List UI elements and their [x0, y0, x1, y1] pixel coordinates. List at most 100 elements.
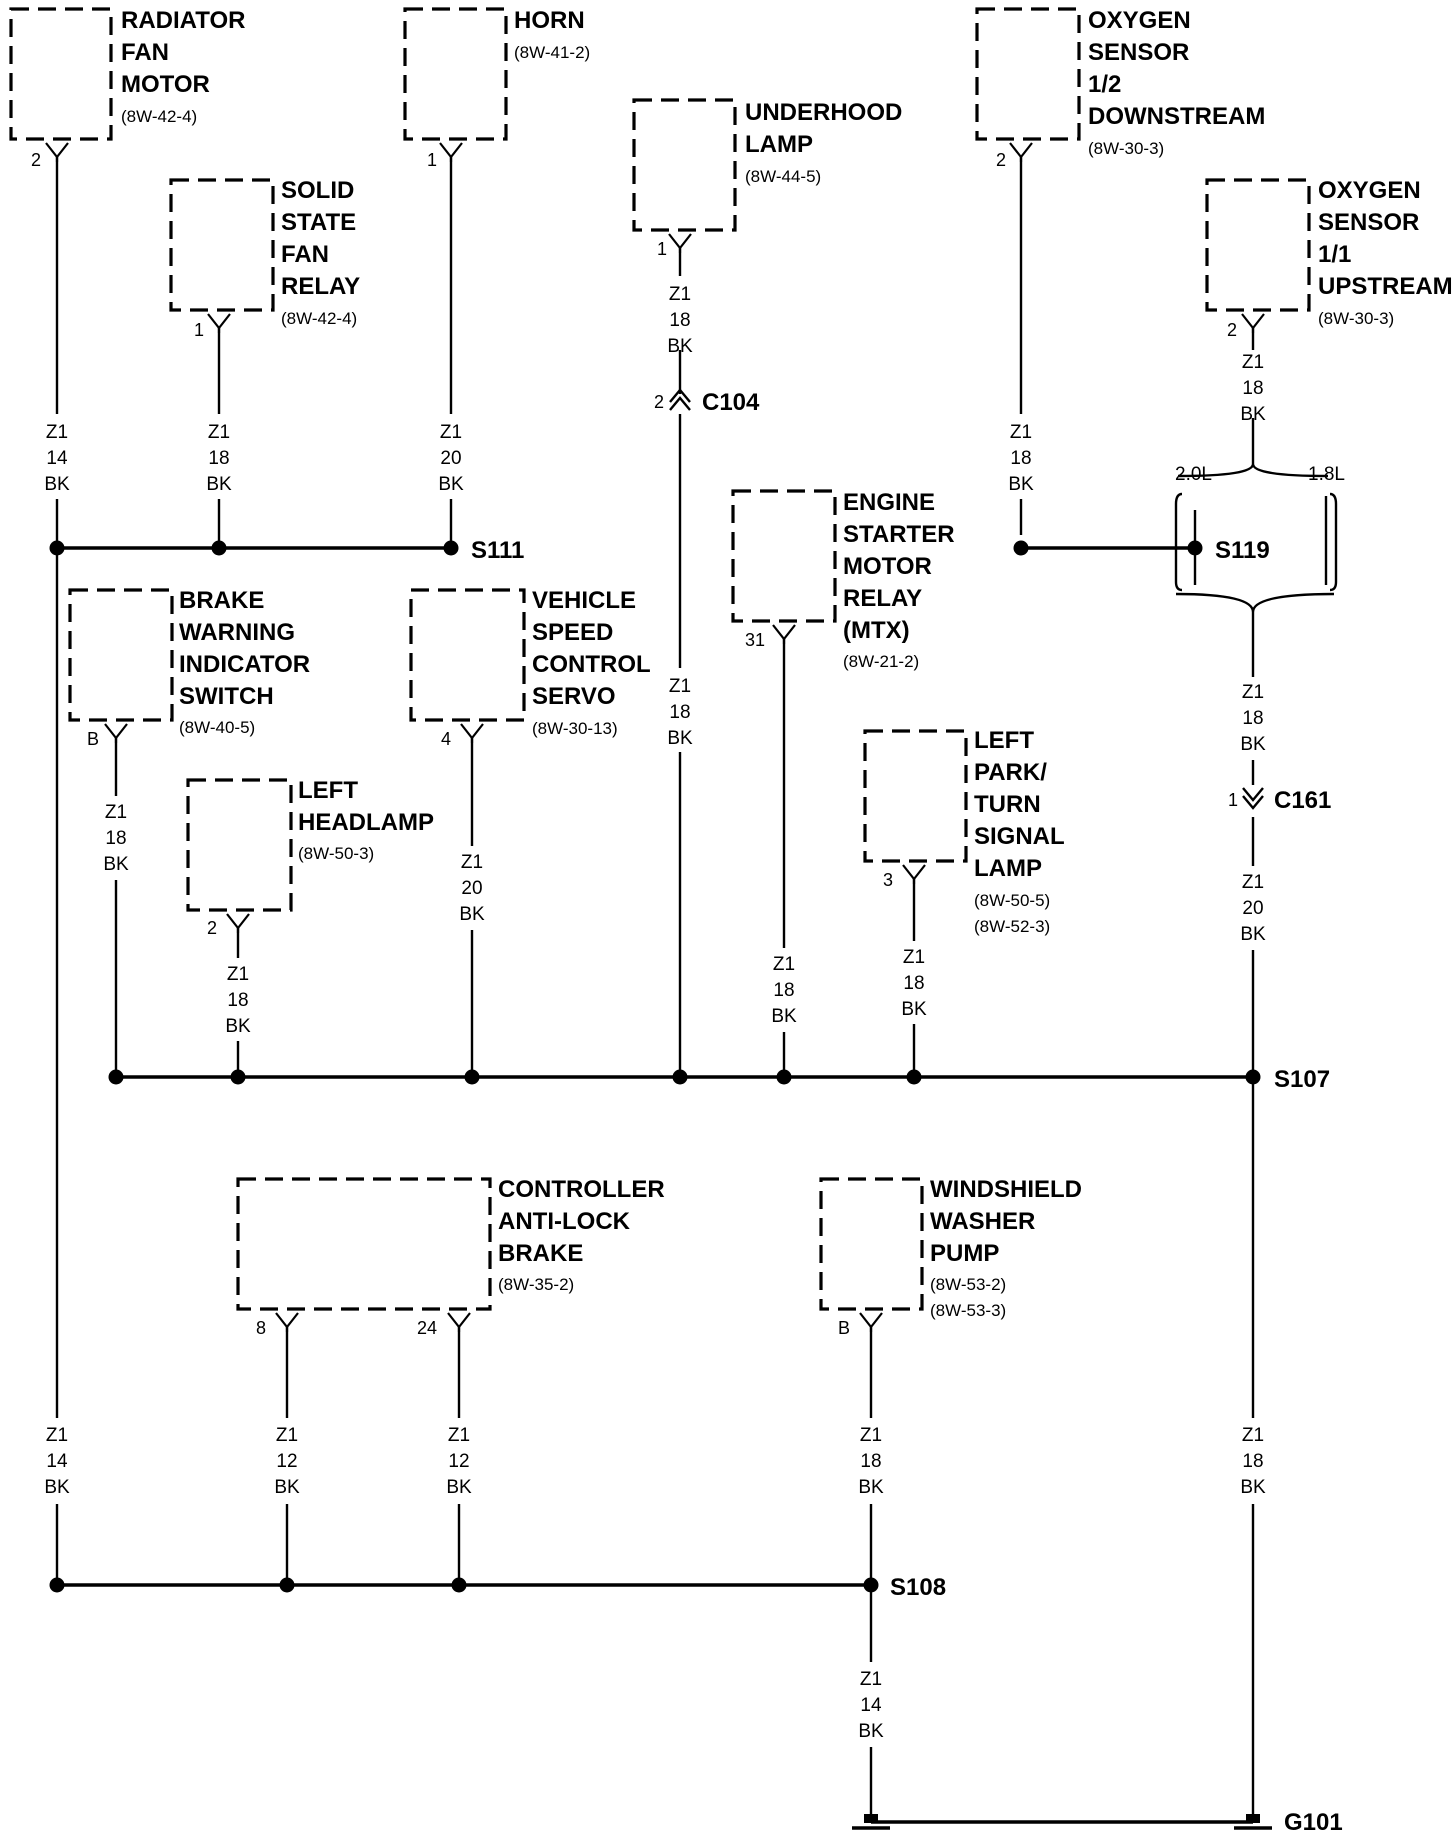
svg-text:20: 20	[461, 878, 482, 899]
svg-text:BK: BK	[103, 854, 129, 875]
svg-text:SWITCH: SWITCH	[179, 683, 274, 710]
svg-text:BK: BK	[1240, 734, 1266, 755]
wire-label-s119-to-c161: Z1 18 BK	[1240, 682, 1266, 755]
wire-label-engine-starter-motor-relay: Z1 18 BK	[771, 954, 797, 1027]
svg-text:Z1: Z1	[1242, 872, 1264, 893]
wire-label-s107-to-g101: Z1 18 BK	[1240, 1425, 1266, 1498]
wire-label-s111-to-s108: Z1 14 BK	[44, 1425, 70, 1498]
splice-s107: S107	[1274, 1066, 1330, 1093]
splice-s108: S108	[890, 1574, 946, 1601]
svg-text:BK: BK	[667, 728, 693, 749]
oxygen-sensor-upstream-pin: 2	[1227, 320, 1237, 340]
brake-warning-indicator-switch-box	[68, 588, 174, 722]
svg-text:(8W-30-3): (8W-30-3)	[1088, 139, 1164, 158]
svg-text:Z1: Z1	[903, 947, 925, 968]
abs-pin-24: 24	[417, 1318, 437, 1338]
vehicle-speed-control-servo-label: VEHICLE SPEED CONTROL SERVO (8W-30-13)	[532, 587, 651, 738]
svg-text:BK: BK	[1008, 474, 1034, 495]
engine-option-1-8l: 1.8L	[1308, 464, 1345, 485]
svg-text:INDICATOR: INDICATOR	[179, 651, 310, 678]
left-park-turn-signal-lamp-label: LEFT PARK/ TURN SIGNAL LAMP (8W-50-5) (8…	[974, 727, 1065, 936]
svg-text:BRAKE: BRAKE	[179, 587, 264, 614]
svg-text:20: 20	[440, 448, 461, 469]
wire-label-windshield-washer-pump: Z1 18 BK	[858, 1425, 884, 1498]
controller-anti-lock-brake-box	[236, 1177, 492, 1311]
svg-text:(8W-44-5): (8W-44-5)	[745, 167, 821, 186]
svg-text:ENGINE: ENGINE	[843, 489, 935, 516]
svg-text:(8W-30-3): (8W-30-3)	[1318, 309, 1394, 328]
svg-text:BK: BK	[1240, 924, 1266, 945]
svg-text:18: 18	[860, 1451, 881, 1472]
svg-text:BK: BK	[858, 1477, 884, 1498]
wire-label-left-park-turn-signal-lamp: Z1 18 BK	[901, 947, 927, 1020]
oxygen-sensor-downstream-box	[975, 7, 1081, 141]
wire-label-oxygen-sensor-upstream: Z1 18 BK	[1240, 352, 1266, 425]
svg-text:RELAY: RELAY	[281, 273, 360, 300]
svg-text:12: 12	[276, 1451, 297, 1472]
svg-text:18: 18	[1242, 378, 1263, 399]
c161-label: C161	[1274, 787, 1331, 814]
oxygen-sensor-upstream-label: OXYGEN SENSOR 1/1 UPSTREAM (8W-30-3)	[1318, 177, 1453, 328]
horn-box	[403, 7, 508, 141]
c104-pin: 2	[654, 392, 664, 412]
svg-text:Z1: Z1	[46, 422, 68, 443]
svg-text:BK: BK	[858, 1721, 884, 1742]
svg-text:BK: BK	[1240, 404, 1266, 425]
svg-text:Z1: Z1	[440, 422, 462, 443]
underhood-lamp-pin: 1	[657, 239, 667, 259]
svg-text:BK: BK	[206, 474, 232, 495]
svg-text:Z1: Z1	[208, 422, 230, 443]
svg-text:Z1: Z1	[1010, 422, 1032, 443]
svg-text:MOTOR: MOTOR	[121, 71, 210, 98]
svg-text:(MTX): (MTX)	[843, 617, 910, 644]
engine-option-2-0l: 2.0L	[1175, 464, 1212, 485]
svg-text:18: 18	[227, 990, 248, 1011]
svg-text:BK: BK	[901, 999, 927, 1020]
svg-text:LEFT: LEFT	[298, 777, 358, 804]
svg-text:ANTI-LOCK: ANTI-LOCK	[498, 1208, 631, 1235]
svg-text:Z1: Z1	[46, 1425, 68, 1446]
c104-label: C104	[702, 389, 760, 416]
svg-text:18: 18	[1242, 708, 1263, 729]
wire-label-abs-pin-24: Z1 12 BK	[446, 1425, 472, 1498]
engine-starter-motor-relay-pin: 31	[745, 630, 765, 650]
svg-text:SERVO: SERVO	[532, 683, 616, 710]
svg-text:BK: BK	[771, 1006, 797, 1027]
svg-text:HEADLAMP: HEADLAMP	[298, 809, 434, 836]
horn-pin: 1	[427, 150, 437, 170]
svg-text:18: 18	[105, 828, 126, 849]
svg-text:OXYGEN: OXYGEN	[1318, 177, 1421, 204]
svg-text:BK: BK	[446, 1477, 472, 1498]
wire-label-c104-to-s107: Z1 18 BK	[667, 676, 693, 749]
svg-text:18: 18	[1242, 1451, 1263, 1472]
ground-g101: G101	[852, 1809, 1343, 1832]
wire-label-c161-to-s107: Z1 20 BK	[1240, 872, 1266, 945]
svg-text:Z1: Z1	[1242, 682, 1264, 703]
svg-text:Z1: Z1	[448, 1425, 470, 1446]
svg-text:(8W-42-4): (8W-42-4)	[121, 107, 197, 126]
svg-text:(8W-30-13): (8W-30-13)	[532, 719, 618, 738]
c104-connector: 2 C104	[654, 388, 760, 416]
svg-text:Z1: Z1	[227, 964, 249, 985]
svg-text:OXYGEN: OXYGEN	[1088, 7, 1191, 34]
radiator-fan-motor-pin: 2	[31, 150, 41, 170]
svg-text:(8W-53-3): (8W-53-3)	[930, 1301, 1006, 1320]
svg-text:BK: BK	[274, 1477, 300, 1498]
svg-text:Z1: Z1	[105, 802, 127, 823]
pin-fork-symbols	[45, 142, 1265, 1332]
svg-text:SOLID: SOLID	[281, 177, 354, 204]
svg-text:BK: BK	[438, 474, 464, 495]
windshield-washer-pump-label: WINDSHIELD WASHER PUMP (8W-53-2) (8W-53-…	[930, 1176, 1082, 1320]
svg-text:(8W-41-2): (8W-41-2)	[514, 43, 590, 62]
svg-text:SIGNAL: SIGNAL	[974, 823, 1065, 850]
wire-label-radiator-fan-motor: Z1 14 BK	[44, 422, 70, 495]
svg-text:LAMP: LAMP	[974, 855, 1042, 882]
radiator-fan-motor-label: RADIATOR FAN MOTOR (8W-42-4)	[121, 7, 245, 126]
svg-text:Z1: Z1	[669, 284, 691, 305]
svg-text:WASHER: WASHER	[930, 1208, 1035, 1235]
svg-text:LEFT: LEFT	[974, 727, 1034, 754]
g101-label: G101	[1284, 1809, 1343, 1832]
svg-text:WINDSHIELD: WINDSHIELD	[930, 1176, 1082, 1203]
svg-text:18: 18	[669, 310, 690, 331]
svg-text:PUMP: PUMP	[930, 1240, 999, 1267]
